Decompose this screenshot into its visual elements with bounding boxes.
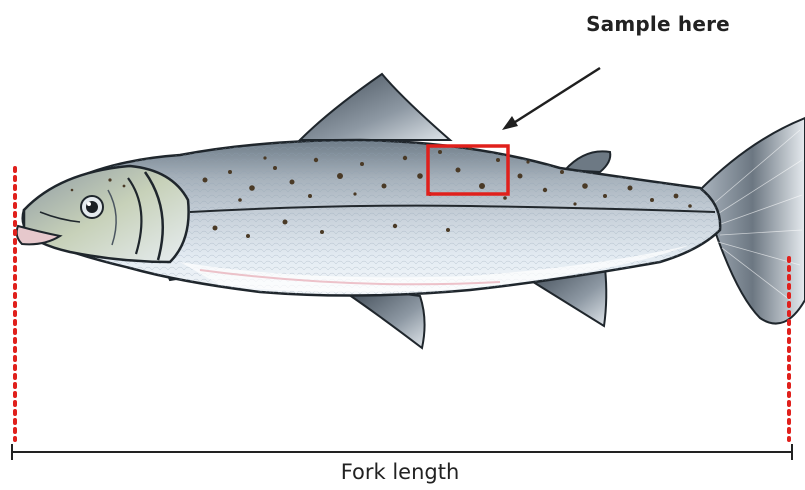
fish-head [24,166,189,262]
sample-here-label: Sample here [548,12,768,36]
dorsal-fin [300,74,450,140]
fork-length-label: Fork length [300,460,500,484]
arrow-icon [502,68,600,130]
fish-eye [81,196,103,218]
pelvic-fin [345,292,425,349]
fork-length-measure-line [12,444,792,460]
